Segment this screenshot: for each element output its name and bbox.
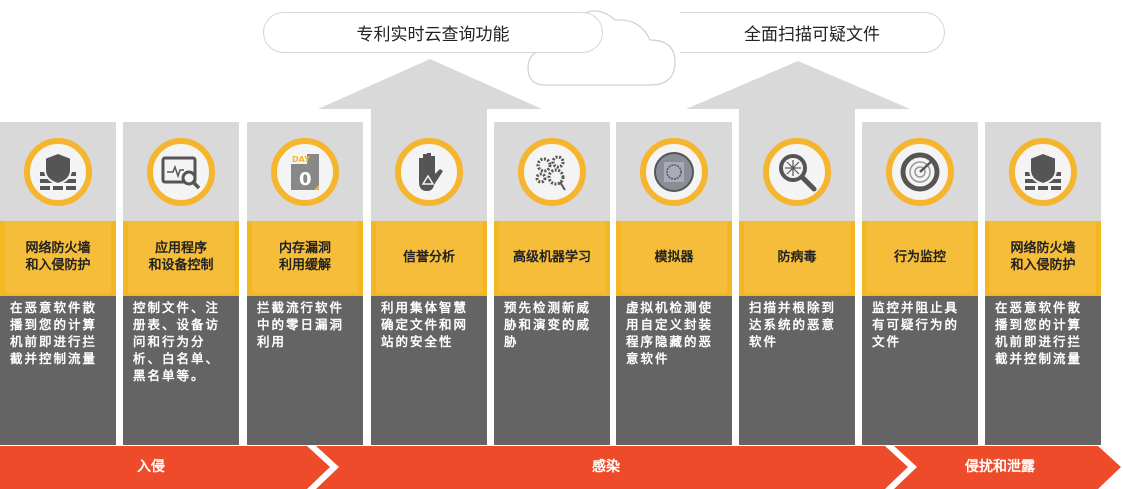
firewall-shield-icon — [24, 137, 92, 206]
column-description: 利用集体智慧确定文件和网站的安全性 — [371, 293, 487, 445]
svg-text:0: 0 — [299, 169, 312, 190]
icon-area: DAY 0 — [247, 122, 363, 221]
column-title: 内存漏洞 利用缓解 — [247, 221, 363, 293]
radar-icon — [886, 137, 954, 206]
icon-area — [862, 122, 978, 221]
column-description: 在恶意软件散播到您的计算机前即进行拦截并控制流量 — [0, 293, 116, 445]
up-arrow-left — [318, 59, 542, 122]
svg-text:DAY: DAY — [292, 155, 310, 164]
virus-magnifier-icon — [763, 137, 831, 206]
icon-area — [123, 122, 239, 221]
hand-warning-icon — [395, 137, 463, 206]
defense-column: 应用程序 和设备控制 控制文件、注册表、设备访问和行为分析、白名单、黑名单等。 — [123, 122, 239, 445]
defense-column: 行为监控 监控并阻止具有可疑行为的文件 — [862, 122, 978, 445]
column-title: 信誉分析 — [371, 221, 487, 293]
firewall-shield-icon — [1009, 137, 1077, 206]
stage-label-intrusion: 入侵 — [137, 459, 165, 475]
column-title: 行为监控 — [862, 221, 978, 293]
column-title: 网络防火墙 和入侵防护 — [985, 221, 1101, 293]
column-description: 在恶意软件散播到您的计算机前即进行拦截并控制流量 — [985, 293, 1101, 445]
column-title: 防病毒 — [739, 221, 855, 293]
app-monitor-search-icon — [147, 137, 215, 206]
column-title: 高级机器学习 — [494, 221, 610, 293]
column-description: 监控并阻止具有可疑行为的文件 — [862, 293, 978, 445]
icon-area — [985, 122, 1101, 221]
defense-column: 模拟器 虚拟机检测使用自定义封装程序隐藏的恶意软件 — [616, 122, 732, 445]
column-description: 虚拟机检测使用自定义封装程序隐藏的恶意软件 — [616, 293, 732, 445]
column-title: 网络防火墙 和入侵防护 — [0, 221, 116, 293]
stage-label-infection: 感染 — [592, 459, 620, 475]
gears-brain-icon — [518, 137, 586, 206]
defense-column: 网络防火墙 和入侵防护 在恶意软件散播到您的计算机前即进行拦截并控制流量 — [985, 122, 1101, 445]
stage-bar-1 — [0, 446, 330, 489]
stage-bar-3 — [894, 446, 1121, 489]
stage-bar-2 — [316, 446, 908, 489]
day-zero-icon: DAY 0 — [271, 137, 339, 206]
defense-column: 防病毒 扫描并根除到达系统的恶意软件 — [739, 122, 855, 445]
stage-label-exfiltration: 侵扰和泄露 — [965, 459, 1035, 475]
column-description: 拦截流行软件中的零日漏洞利用 — [247, 293, 363, 445]
column-title: 应用程序 和设备控制 — [123, 221, 239, 293]
defense-column: 信誉分析 利用集体智慧确定文件和网站的安全性 — [371, 122, 487, 445]
icon-area — [494, 122, 610, 221]
defense-column: 高级机器学习 预先检测新威胁和演变的威胁 — [494, 122, 610, 445]
icon-area — [616, 122, 732, 221]
icon-area — [371, 122, 487, 221]
column-title: 模拟器 — [616, 221, 732, 293]
column-description: 扫描并根除到达系统的恶意软件 — [739, 293, 855, 445]
emulator-disc-icon — [640, 137, 708, 206]
icon-area — [0, 122, 116, 221]
feature-cloud-query: 专利实时云查询功能 — [263, 12, 603, 53]
column-description: 控制文件、注册表、设备访问和行为分析、白名单、黑名单等。 — [123, 293, 239, 445]
column-description: 预先检测新威胁和演变的威胁 — [494, 293, 610, 445]
feature-full-scan: 全面扫描可疑文件 — [680, 12, 945, 53]
icon-area — [739, 122, 855, 221]
defense-column: DAY 0 内存漏洞 利用缓解 拦截流行软件中的零日漏洞利用 — [247, 122, 363, 445]
defense-column: 网络防火墙 和入侵防护 在恶意软件散播到您的计算机前即进行拦截并控制流量 — [0, 122, 116, 445]
up-arrow-right — [686, 61, 910, 122]
